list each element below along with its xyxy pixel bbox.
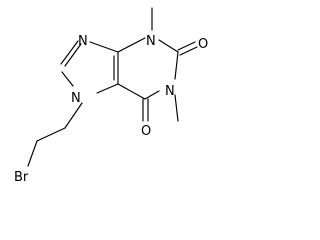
bond-c8-n9-double-b: [64, 43, 82, 67]
bond-c6-c5: [117, 83, 146, 100]
bond-n7-ch2: [64, 102, 83, 129]
atom-n9: N: [78, 34, 88, 49]
atom-br: Br: [14, 170, 29, 185]
bond-c2-o2-b: [179, 46, 198, 56]
bond-n3-c2: [158, 39, 179, 53]
atom-n3: N: [146, 34, 156, 49]
bond-n9-c4: [89, 41, 119, 53]
bond-c5-n7: [96, 83, 119, 94]
atom-n1: N: [165, 84, 175, 99]
bond-ch2-ch2: [36, 127, 66, 142]
atom-o6: O: [141, 124, 151, 139]
bond-ch2-br: [27, 140, 38, 167]
bond-c2-o2-a: [177, 41, 196, 51]
bond-n7-c8: [61, 71, 74, 87]
bond-n1-c6: [144, 90, 160, 100]
atom-n7: N: [71, 91, 81, 106]
molecule-structure: N N O N N O Br: [14, 7, 208, 185]
bond-c2-n1: [174, 51, 179, 80]
bond-c4-n3: [117, 37, 146, 53]
bond-n1-methyl: [174, 94, 179, 122]
bond-c8-n9-double-a: [60, 40, 79, 65]
atom-o2: O: [198, 37, 208, 52]
